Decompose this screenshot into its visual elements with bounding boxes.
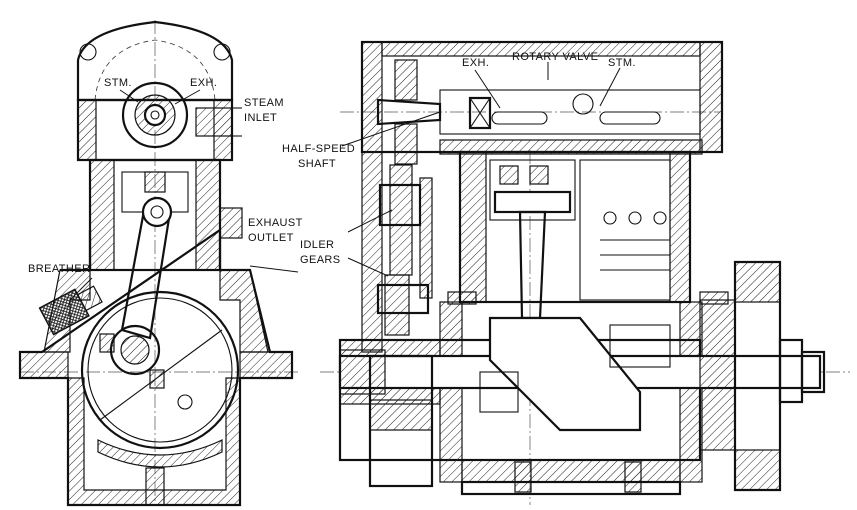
crank-disc xyxy=(80,290,240,450)
breather-body xyxy=(76,285,103,312)
balance-weight xyxy=(609,324,671,368)
small-end xyxy=(141,196,173,228)
valve-coupling-cross xyxy=(469,97,491,129)
flywheel-rim-bottom xyxy=(734,449,781,491)
foot-left xyxy=(19,351,69,379)
cover-bolt-left xyxy=(79,43,97,61)
cylinder-wall-right xyxy=(195,159,221,271)
sump-bolt-left xyxy=(514,461,532,493)
exhaust-slot xyxy=(491,111,548,125)
sump-plate xyxy=(460,480,682,496)
gear-cover-lower-hatch xyxy=(369,399,433,431)
rotary-valve-body xyxy=(121,81,189,149)
label-stm-right: STM. xyxy=(608,57,636,69)
crankcase-wall-left xyxy=(439,301,463,483)
labels: STM. EXH. STEAM INLET EXHAUST OUTLET BRE… xyxy=(28,51,636,275)
spindle-centre xyxy=(150,110,160,120)
leader-half-speed xyxy=(341,111,441,147)
label-steam-inlet-line1: STEAM xyxy=(244,97,284,109)
sump-bolt-right xyxy=(624,461,642,493)
breather-assembly xyxy=(38,285,103,336)
idler-gear-hub-lower xyxy=(376,283,430,315)
piston-hole-3 xyxy=(653,211,667,225)
flywheel-boss xyxy=(699,299,736,451)
valve-chest-cover xyxy=(76,20,234,102)
leader-idler-lower xyxy=(347,257,389,277)
flange-bolt-right xyxy=(699,291,729,305)
crankcase-wall-hatch xyxy=(67,377,241,506)
leader-stm-right xyxy=(599,67,621,107)
rotary-valve-spindle xyxy=(143,103,167,127)
steam-inlet-port xyxy=(195,107,233,137)
half-speed-gear-top xyxy=(394,59,418,101)
end-view xyxy=(18,20,300,507)
valve-chest-bottom-wall xyxy=(439,139,703,155)
half-speed-shaft xyxy=(376,98,442,126)
idler-gear-upper xyxy=(389,164,413,276)
label-exhaust-outlet-line1: EXHAUST xyxy=(248,217,303,229)
spring-left xyxy=(499,165,519,185)
piston-right xyxy=(579,159,671,301)
label-idler-line1: IDLER xyxy=(300,239,334,251)
flange-bolt-left xyxy=(447,291,477,305)
label-half-speed-line2: SHAFT xyxy=(298,158,336,170)
big-end-bolt-left xyxy=(99,333,115,353)
gudgeon-pin-side xyxy=(493,190,572,214)
label-exh-right: EXH. xyxy=(462,57,489,69)
crankcase-wall-right xyxy=(679,301,703,483)
crank-pin-side xyxy=(479,371,519,413)
label-rotary-valve: ROTARY VALVE xyxy=(512,51,598,63)
valve-chest-top-wall xyxy=(381,41,701,57)
crank-disc-inner xyxy=(87,297,233,443)
piston-hole-1 xyxy=(603,211,617,225)
steam-slot xyxy=(599,111,661,125)
gear-plate xyxy=(419,177,433,299)
piston-side xyxy=(489,159,576,221)
shaft-nut-right xyxy=(800,350,826,394)
exhaust-outlet-port xyxy=(219,207,243,239)
sump-arc xyxy=(97,439,223,468)
label-exhaust-outlet-line2: OUTLET xyxy=(248,232,294,244)
cylinder-wall-right-side xyxy=(669,151,691,303)
leader-exh-left xyxy=(174,89,201,105)
valve-chest-end-wall xyxy=(699,41,723,153)
valve-port-hole xyxy=(572,93,594,115)
label-half-speed-line1: HALF-SPEED xyxy=(282,143,355,155)
valve-coupling xyxy=(468,96,492,130)
half-speed-gear-bottom xyxy=(394,123,418,165)
piston-hole-2 xyxy=(628,211,642,225)
leader-breather-tip xyxy=(69,277,93,301)
shaft-nut-left xyxy=(339,349,386,395)
gudgeon-pin xyxy=(150,205,164,219)
foot-right xyxy=(239,351,293,379)
label-breather: BREATHER xyxy=(28,263,90,275)
label-steam-inlet-line2: INLET xyxy=(244,112,277,124)
cover-hidden-line xyxy=(94,39,216,101)
cylinder-wall-left xyxy=(89,159,115,271)
flywheel-rim-top xyxy=(734,261,781,303)
leader-exh-right xyxy=(474,69,501,109)
cover-bolt-right xyxy=(213,43,231,61)
label-stm-left: STM. xyxy=(104,77,132,89)
crankpin xyxy=(120,335,150,365)
leader-stm-left xyxy=(119,89,139,103)
cylinder-wall-left-side xyxy=(459,151,487,303)
gudgeon-boss xyxy=(144,171,166,193)
crank-balance-hole xyxy=(177,394,193,410)
big-end-bolt-right xyxy=(149,369,165,389)
leader-lines xyxy=(69,62,621,301)
valve-chest-wall-left xyxy=(77,99,97,161)
label-exh-left: EXH. xyxy=(190,77,217,89)
crank-web xyxy=(488,316,642,432)
leader-breather xyxy=(249,265,299,273)
side-view xyxy=(320,40,850,505)
base-drain-plug xyxy=(145,467,165,506)
label-idler-line2: GEARS xyxy=(300,254,341,266)
leader-idler-upper xyxy=(347,209,393,233)
spring-right xyxy=(529,165,549,185)
crankcase-floor xyxy=(461,459,681,483)
